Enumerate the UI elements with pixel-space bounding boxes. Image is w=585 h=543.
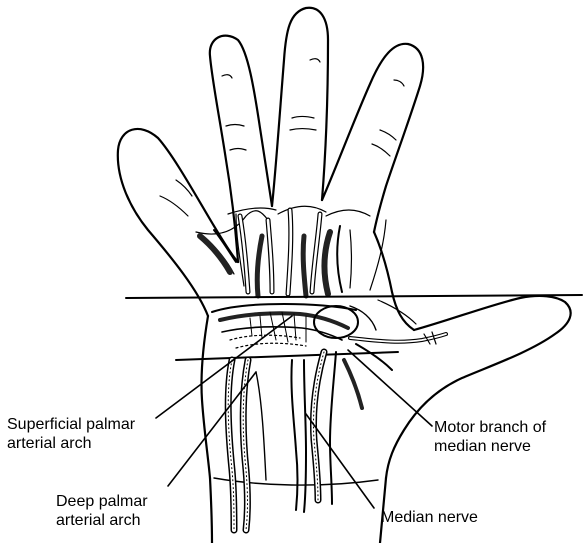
label-line: arterial arch [7, 434, 135, 453]
hypothenar-outline [201, 316, 210, 478]
label-line: Superficial palmar [7, 415, 135, 434]
arch-region [212, 304, 376, 348]
thumb-web-outline [374, 232, 414, 330]
label-motor-branch-of-median-nerve: Motor branch of median nerve [434, 418, 546, 456]
label-superficial-palmar-arterial-arch: Superficial palmar arterial arch [7, 415, 135, 453]
forearm-vessels [228, 352, 362, 530]
label-line: arterial arch [56, 511, 148, 530]
lower-guide-line [176, 352, 398, 360]
label-line: Deep palmar [56, 492, 148, 511]
leader-motor-branch [348, 350, 432, 426]
label-line: Motor branch of [434, 418, 546, 437]
index-finger-outline [322, 44, 423, 232]
upper-guide-line [126, 295, 582, 298]
little-finger-outline [118, 129, 238, 316]
middle-finger-outline [272, 8, 328, 206]
digital-vessels [200, 210, 342, 296]
wrist-line-left [210, 478, 212, 543]
label-line: median nerve [434, 437, 546, 456]
label-line: Median nerve [381, 508, 478, 527]
label-deep-palmar-arterial-arch: Deep palmar arterial arch [56, 492, 148, 530]
label-median-nerve: Median nerve [381, 508, 478, 527]
